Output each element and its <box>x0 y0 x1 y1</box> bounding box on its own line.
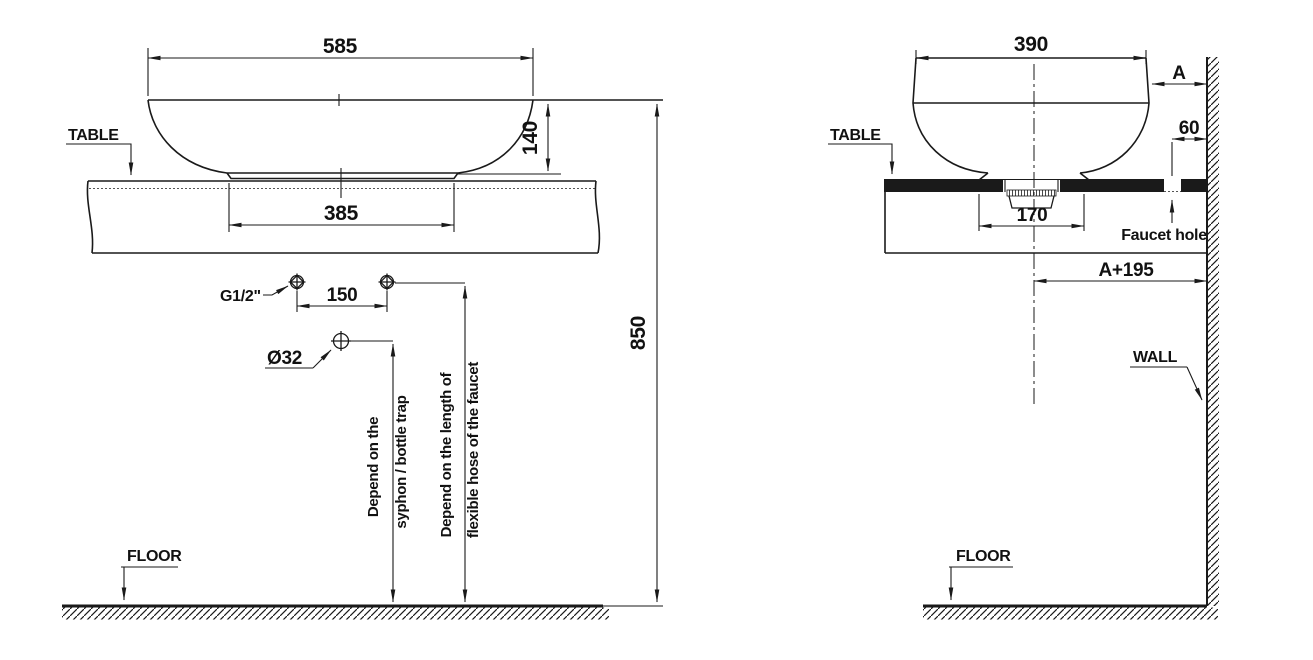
supply-symbol-right <box>378 273 396 291</box>
supply-callout: G1/2" <box>220 285 289 305</box>
wall <box>1206 57 1219 606</box>
dim-faucet-offset: 60 <box>1171 118 1208 176</box>
dim-rim-width: 585 <box>147 35 534 96</box>
syphon-note-line2: syphon / bottle trap <box>393 395 410 528</box>
drain-label: Ø32 <box>267 348 302 369</box>
floor-label-side: FLOOR <box>956 548 1011 565</box>
wall-hatch <box>1208 57 1219 606</box>
table-callout-side: TABLE <box>828 127 895 175</box>
table-front <box>86 180 601 254</box>
supply-symbol-left <box>288 273 306 291</box>
dim-60-label: 60 <box>1179 118 1200 139</box>
dim-center-to-wall: A+195 <box>1033 260 1208 284</box>
table-label-side: TABLE <box>830 127 881 144</box>
table-break-left <box>86 180 94 254</box>
front-view: 585 140 385 G1/2" <box>62 35 663 620</box>
table-section <box>884 178 1207 254</box>
dim-585-label: 585 <box>323 35 358 58</box>
floor-side <box>923 604 1218 620</box>
floor-label-front: FLOOR <box>127 548 182 565</box>
dim-850-label: 850 <box>627 316 650 350</box>
syphon-note: Depend on the syphon / bottle trap <box>349 340 410 603</box>
table-label-front: TABLE <box>68 127 119 144</box>
dim-A-label: A <box>1172 63 1186 84</box>
floor-callout-side: FLOOR <box>948 548 1013 601</box>
syphon-note-line1: Depend on the <box>365 417 382 517</box>
wall-callout: WALL <box>1130 349 1203 401</box>
dim-base-width: 385 <box>228 183 455 232</box>
table-break-right <box>594 180 601 254</box>
drain-fitting <box>1004 179 1059 209</box>
drain-leader-arrow <box>312 349 332 369</box>
dim-170-label: 170 <box>1017 205 1048 226</box>
supply-leader-arrow <box>263 285 289 296</box>
dim-390-label: 390 <box>1014 33 1048 56</box>
side-view: 390 A 60 <box>828 33 1219 620</box>
faucet-hole-label: Faucet hole <box>1121 227 1207 244</box>
dim-drain-cutout: 170 <box>978 194 1085 231</box>
floor-callout-front: FLOOR <box>121 548 183 601</box>
dim-wall-gap: A <box>1151 63 1208 87</box>
dim-A195-label: A+195 <box>1098 260 1154 281</box>
dim-150-label: 150 <box>327 285 358 306</box>
supply-label: G1/2" <box>220 288 261 305</box>
wall-label: WALL <box>1133 349 1178 366</box>
bowl-outline <box>912 50 1150 181</box>
basin-outline <box>147 94 663 198</box>
hose-note: Depend on the length of flexible hose of… <box>395 282 482 603</box>
dim-140-label: 140 <box>519 121 542 155</box>
hose-note-line1: Depend on the length of <box>438 371 455 537</box>
drain-symbol <box>331 331 351 351</box>
wall-leader-arrow <box>1186 366 1203 401</box>
dim-supply-spacing: 150 <box>296 285 388 312</box>
table-callout-front: TABLE <box>66 127 134 176</box>
table-leader-arrow-front <box>119 143 134 176</box>
dim-mount-height: 850 <box>627 103 660 603</box>
hose-note-line2: flexible hose of the faucet <box>465 362 482 538</box>
dim-385-label: 385 <box>324 202 359 225</box>
table-leader-arrow-side <box>881 143 895 175</box>
floor-hatch-side <box>923 607 1218 620</box>
floor-hatch <box>62 607 609 620</box>
floor-front <box>62 604 663 620</box>
faucet-hole-callout: Faucet hole <box>1121 199 1208 244</box>
drain-callout: Ø32 <box>265 348 332 369</box>
dim-basin-height: 140 <box>458 103 561 175</box>
